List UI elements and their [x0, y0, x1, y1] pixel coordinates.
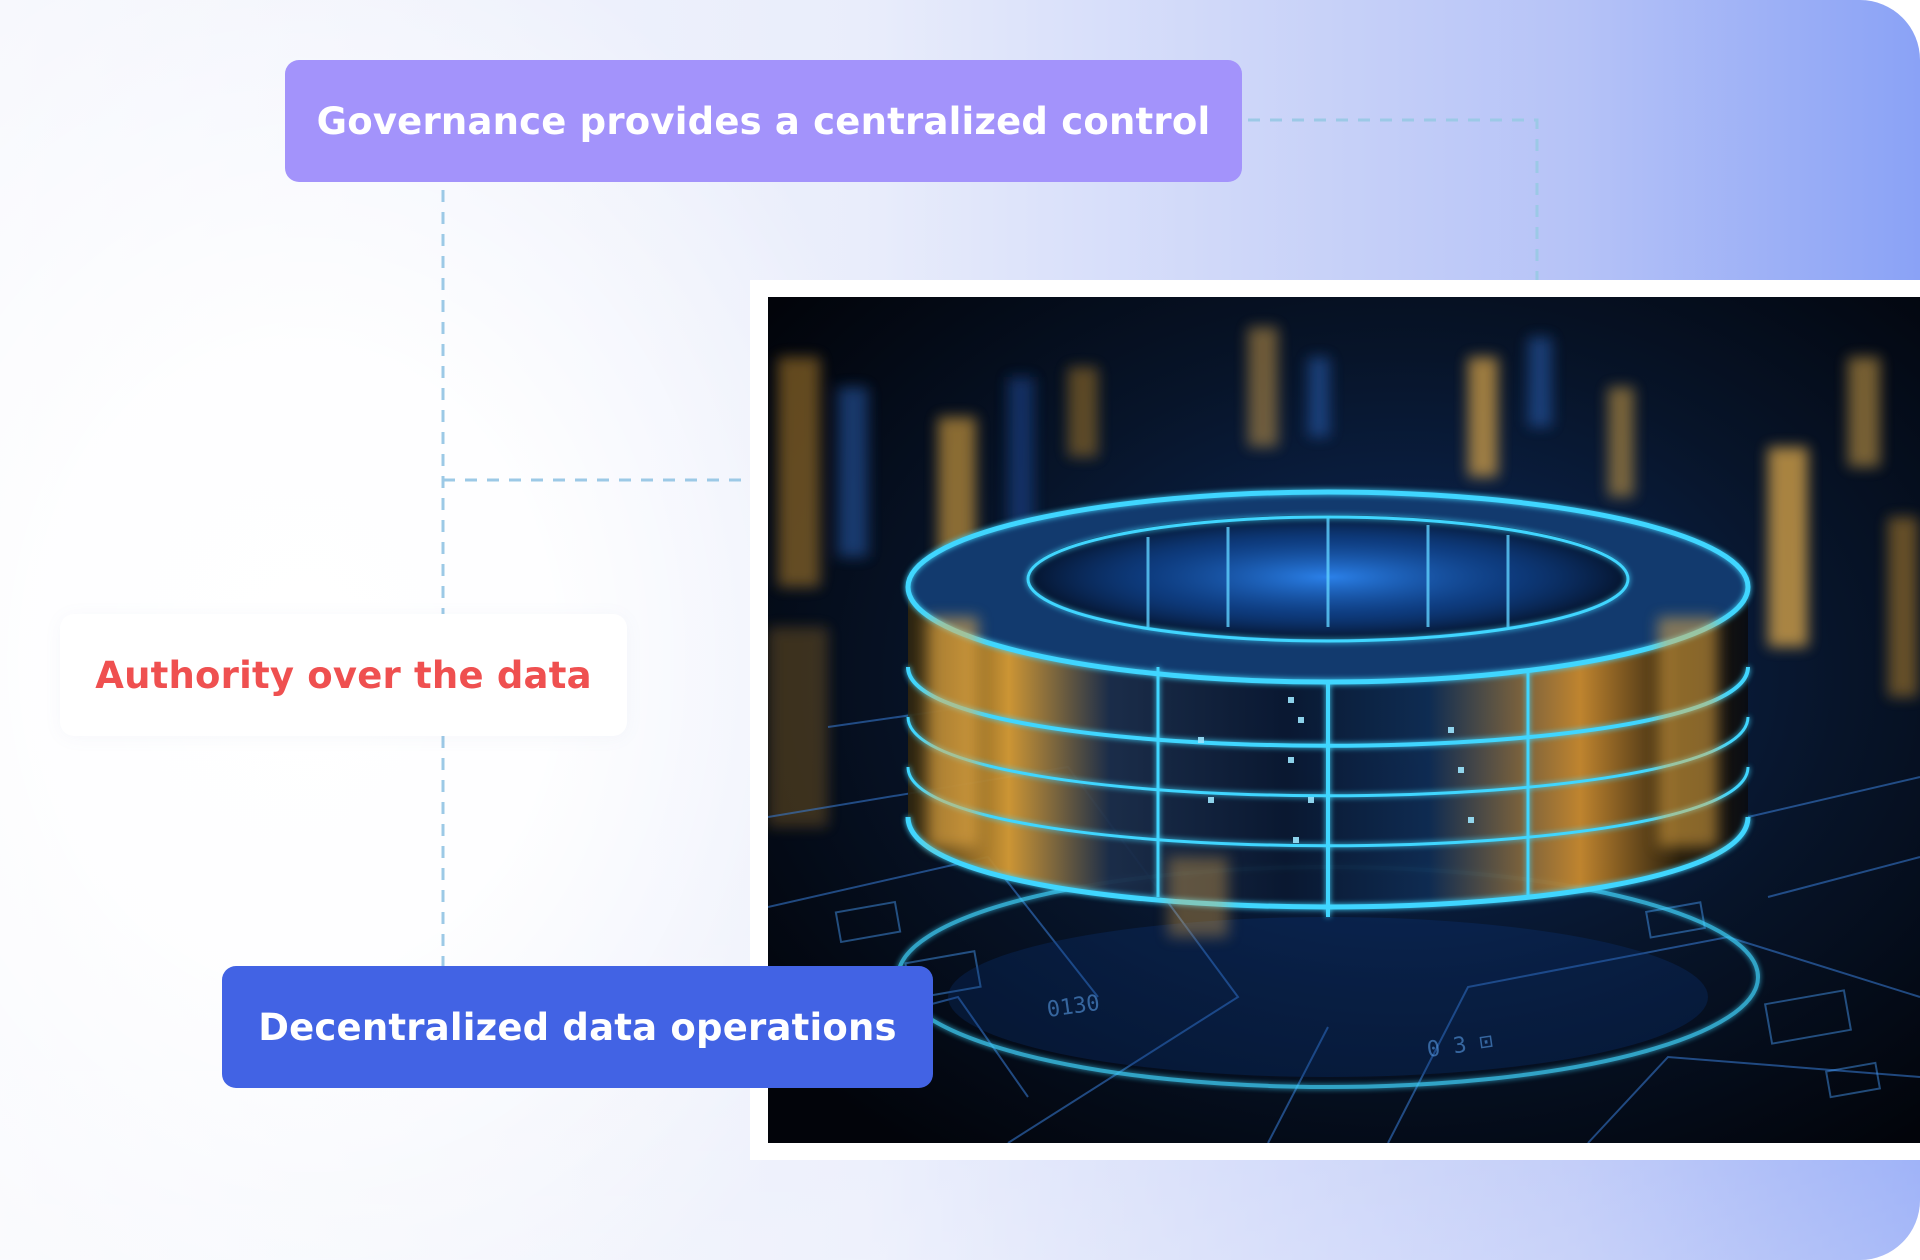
- connector-governance-to-photo: [1248, 118, 1539, 280]
- authority-label: Authority over the data: [60, 614, 627, 736]
- governance-label: Governance provides a centralized contro…: [285, 60, 1242, 182]
- decentralized-label: Decentralized data operations: [222, 966, 933, 1088]
- data-storage-photo: 0130 0 3 ⊡: [768, 297, 1920, 1143]
